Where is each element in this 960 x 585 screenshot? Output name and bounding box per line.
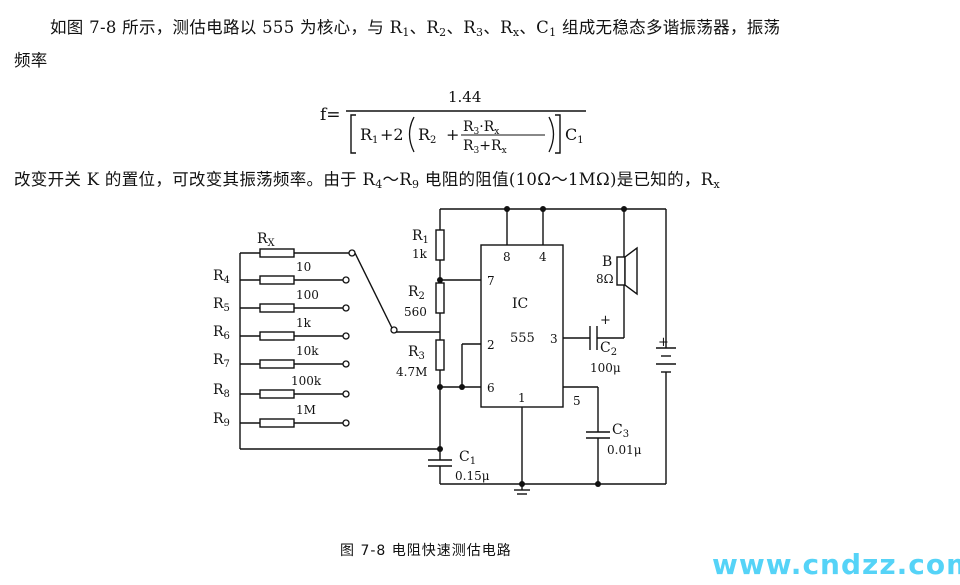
- rx-label: RX: [257, 231, 276, 249]
- formula-numerator: 1.44: [448, 88, 481, 106]
- watermark: www.cndzz.com: [712, 548, 960, 581]
- formula-plus2: +2: [380, 125, 404, 144]
- left-bracket: [350, 114, 356, 154]
- c1-label: C1: [459, 449, 476, 467]
- p2-mid: ～R: [382, 170, 413, 189]
- r9-label: R9: [213, 411, 230, 429]
- figure-caption: 图 7-8 电阻快速测估电路: [340, 543, 512, 559]
- intro-text: 如图 7-8 所示，测估电路以 555 为核心，与 R: [50, 18, 403, 37]
- battery-plus: +: [658, 335, 669, 350]
- intro-tail: 组成无稳态多谐振荡器，振荡: [556, 18, 781, 37]
- r4-label: R4: [213, 268, 230, 286]
- sub: 2: [439, 26, 447, 39]
- c2-value: 100μ: [590, 361, 621, 375]
- r1-label: R1: [412, 228, 429, 246]
- second-paragraph: 改变开关 K 的置位，可改变其振荡频率。由于 R4～R9 电阻的阻值(10Ω～1…: [14, 170, 720, 195]
- left-paren: [408, 116, 415, 153]
- wires: [239, 208, 676, 495]
- intro-line2: 频率: [14, 51, 48, 70]
- sub: 4: [375, 178, 383, 191]
- inner-denominator: R3+Rx: [463, 138, 507, 156]
- formula-lhs: f=: [320, 105, 341, 125]
- value-10: 10: [296, 260, 311, 274]
- formula-plus: +: [446, 125, 459, 144]
- r6-label: R6: [213, 324, 230, 342]
- c2-polarity: +: [600, 313, 611, 328]
- value-100: 100: [296, 288, 319, 302]
- pin-5: 5: [573, 394, 581, 408]
- sub: 1: [549, 26, 557, 39]
- sub: x: [512, 26, 520, 39]
- value-10k: 10k: [296, 344, 319, 358]
- formula-r1: R1: [360, 125, 378, 146]
- junctions: [437, 206, 627, 487]
- r2-label: R2: [408, 284, 425, 302]
- sep: 、R: [409, 18, 440, 37]
- r3-value: 4.7M: [396, 365, 427, 379]
- pin-7: 7: [487, 274, 495, 288]
- c1-value: 0.15μ: [455, 469, 490, 483]
- r3-label: R3: [408, 344, 425, 362]
- ic-part: 555: [510, 331, 535, 346]
- right-paren: [548, 116, 555, 153]
- right-bracket: [555, 114, 561, 154]
- p2-text: 改变开关 K 的置位，可改变其振荡频率。由于 R: [14, 170, 376, 189]
- sub: x: [713, 178, 720, 191]
- value-1m: 1M: [296, 403, 316, 417]
- sub: 1: [402, 26, 410, 39]
- ic-name: IC: [512, 296, 528, 312]
- r5-label: R5: [213, 296, 230, 314]
- inner-numerator: R3·Rx: [463, 119, 499, 137]
- component-labels: RX R4 R5 R6 R7 R8 R9 10 100 1k 10k 100k …: [213, 228, 669, 483]
- pin-1: 1: [518, 391, 526, 405]
- p2-rest: 电阻的阻值(10Ω～1MΩ)是已知的，R: [419, 170, 714, 189]
- frequency-formula: f= 1.44 R1 +2 R2 + R3·Rx R3+Rx C1: [320, 88, 586, 156]
- sub: 9: [412, 178, 420, 191]
- formula-c1: C1: [565, 125, 584, 146]
- pin-6: 6: [487, 381, 495, 395]
- c3-value: 0.01μ: [607, 443, 642, 457]
- switch-contacts: [342, 249, 398, 427]
- pin-8: 8: [503, 250, 511, 264]
- r2-value: 560: [404, 305, 427, 319]
- value-100k: 100k: [291, 374, 322, 388]
- sep: 、R: [446, 18, 476, 37]
- sep: 、C: [519, 18, 550, 37]
- r1-value: 1k: [412, 247, 428, 261]
- c3-label: C3: [612, 422, 629, 440]
- sep: 、R: [483, 18, 513, 37]
- pin-4: 4: [539, 250, 547, 264]
- c2-label: C2: [600, 340, 617, 358]
- pin-2: 2: [487, 338, 495, 352]
- intro-paragraph: 如图 7-8 所示，测估电路以 555 为核心，与 R1、R2、R3、Rx、C1…: [50, 18, 780, 43]
- sub: 3: [476, 26, 484, 39]
- r7-label: R7: [213, 352, 230, 370]
- formula-r2: R2: [418, 125, 436, 146]
- r8-label: R8: [213, 382, 230, 400]
- value-1k: 1k: [296, 316, 312, 330]
- pin-3: 3: [550, 332, 558, 346]
- speaker-label: B: [602, 254, 612, 270]
- speaker-value: 8Ω: [596, 272, 614, 286]
